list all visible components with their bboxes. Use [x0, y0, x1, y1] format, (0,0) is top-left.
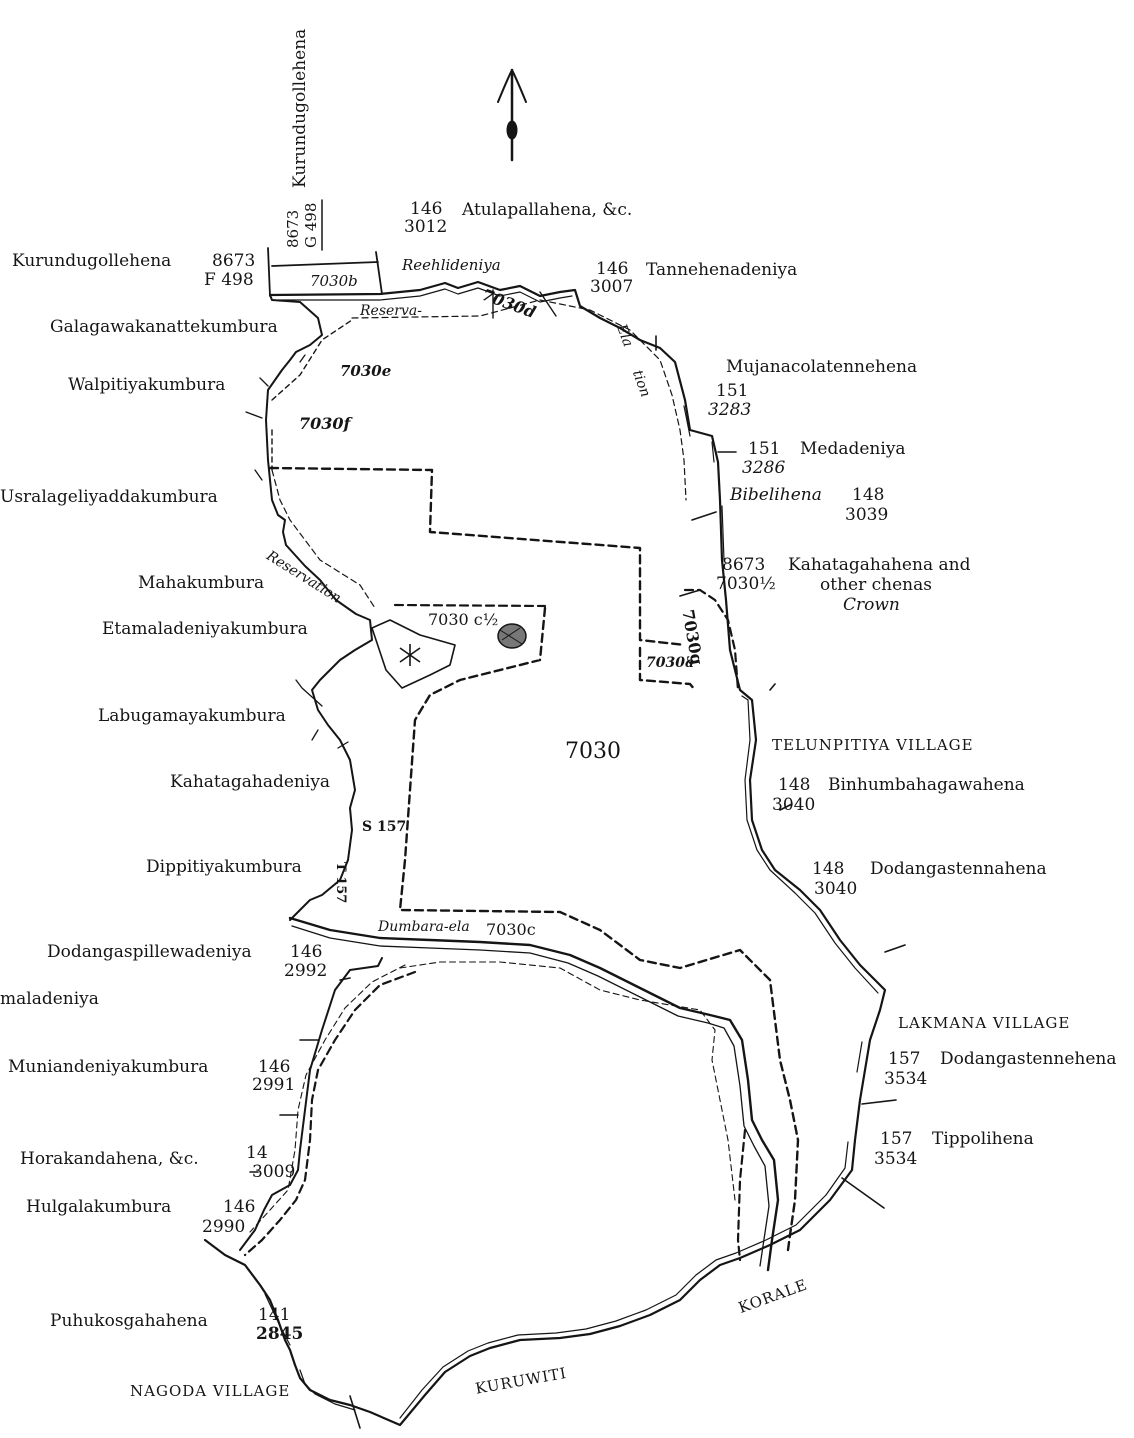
left-label-mahakumbura: Mahakumbura: [138, 573, 265, 593]
right-label-kahatagahahena-n2: 7030½: [716, 574, 776, 594]
right-label-tippolihena-n1: 157: [880, 1129, 913, 1149]
right-label-medadeniya: Medadeniya: [800, 439, 906, 459]
lot-7030a: 7030a: [646, 655, 695, 671]
right-label-medadeniya-n1: 151: [748, 439, 781, 459]
right-label-mujanacolatennehena-n1: 151: [716, 381, 749, 401]
left-label-kahatagahadeniya: Kahatagahadeniya: [170, 772, 331, 792]
left-label-usralageliyaddakumbura: Usralageliyaddakumbura: [0, 487, 218, 507]
right-label-binhumbahagawahena: Binhumbahagawahena: [828, 775, 1025, 795]
left-label-puhukosgahahena: Puhukosgahahena: [50, 1311, 208, 1331]
lot-7030-c-half: 7030 c½: [428, 610, 499, 629]
left-label-etamaladeniyakumbura: Etamaladeniyakumbura: [102, 619, 308, 639]
lot-7030c: 7030c: [486, 920, 536, 939]
right-label-bibelihena-n2: 3039: [845, 505, 889, 525]
road-s157: S 157: [362, 819, 407, 835]
top-label-kurundugollehena-n2: G 498: [302, 202, 320, 248]
village-telunpitiya: TELUNPITIYA VILLAGE: [772, 736, 974, 754]
left-label-horakandahena-n1: 14: [246, 1143, 268, 1163]
left-label-dodangaspillewadeniya-n2: 2992: [284, 961, 328, 981]
right-label-bibelihena: Bibelihena: [730, 485, 822, 505]
lot-7030f: 7030f: [299, 414, 351, 433]
right-label-mujanacolatennehena-n2: 3283: [708, 400, 752, 420]
top-label-atulapallahena-n2: 3012: [404, 217, 448, 237]
stream-dumbara-ela: Dumbara-ela: [378, 919, 470, 935]
left-label-muniandeniyakumbura-n2: 2991: [252, 1075, 296, 1095]
road-t157: T 157: [333, 862, 348, 904]
left-label-puhukosgahahena-n1: 141: [258, 1305, 291, 1325]
left-label-hulgalakumbura-n2: 2990: [202, 1217, 246, 1237]
north-arrow-icon: [497, 68, 527, 162]
outer-boundary: [203, 280, 887, 1427]
left-label-kurundugollehena-n1: 8673: [212, 251, 256, 271]
top-label-kurundugollehena: Kurundugollehena: [290, 28, 310, 188]
right-label-kahatagahahena-line3: Crown: [843, 595, 900, 615]
left-label-galagawakanattekumbura: Galagawakanattekumbura: [50, 317, 278, 337]
right-label-dodangastennehena: Dodangastennehena: [940, 1049, 1117, 1069]
left-label-dippitiyakumbura: Dippitiyakumbura: [146, 857, 302, 877]
right-label-dodangastennehena-n1: 157: [888, 1049, 921, 1069]
right-label-tippolihena: Tippolihena: [932, 1129, 1034, 1149]
left-label-muniandeniyakumbura: Muniandeniyakumbura: [8, 1057, 209, 1077]
left-label-dodangaspillewadeniya-n1: 146: [290, 942, 323, 962]
reservation-top-left: Reserva-: [360, 303, 422, 319]
village-lakmana: LAKMANA VILLAGE: [898, 1014, 1071, 1032]
right-label-dodangastennahena: Dodangastennahena: [870, 859, 1047, 879]
right-label-tippolihena-n2: 3534: [874, 1149, 918, 1169]
right-label-dodangastennahena-n2: 3040: [814, 879, 858, 899]
village-nagoda: NAGODA VILLAGE: [130, 1382, 291, 1400]
top-label-tannehenadeniya-n2: 3007: [590, 277, 634, 297]
lot-7030b: 7030b: [310, 272, 358, 290]
left-label-hulgalakumbura-n1: 146: [223, 1197, 256, 1217]
left-label-kurundugollehena: Kurundugollehena: [12, 251, 172, 271]
right-label-dodangastennehena-n2: 3534: [884, 1069, 928, 1089]
top-label-tannehenadeniya: Tannehenadeniya: [646, 260, 798, 280]
main-lot-number: 7030: [565, 739, 621, 764]
lot-7030-boundary: [268, 466, 800, 1252]
left-label-maladeniya: maladeniya: [0, 989, 99, 1009]
right-label-medadeniya-n2: 3286: [742, 458, 786, 478]
shaded-circle-icon: [497, 623, 527, 649]
left-label-horakandahena-n2: 3009: [252, 1162, 296, 1182]
right-label-mujanacolatennehena: Mujanacolatennehena: [726, 357, 918, 377]
right-label-kahatagahahena: Kahatagahahena and: [788, 555, 971, 575]
dumbara-ela-stream: [288, 916, 780, 1272]
top-label-atulapallahena: Atulapallahena, &c.: [462, 200, 633, 220]
left-label-hulgalakumbura: Hulgalakumbura: [26, 1197, 172, 1217]
left-label-kurundugollehena-n2: F 498: [204, 270, 254, 290]
top-label-kurundugollehena-n1: 8673: [284, 209, 302, 248]
top-label-tannehenadeniya-n1: 146: [596, 259, 629, 279]
right-label-bibelihena-n1: 148: [852, 485, 885, 505]
right-label-kahatagahahena-line2: other chenas: [820, 575, 932, 595]
left-label-walpitiyakumbura: Walpitiyakumbura: [68, 375, 226, 395]
right-label-binhumbahagawahena-n1: 148: [778, 775, 811, 795]
right-label-kahatagahahena-n1: 8673: [722, 555, 766, 575]
left-label-puhukosgahahena-n2: 2845: [256, 1324, 304, 1344]
left-label-labugamayakumbura: Labugamayakumbura: [98, 706, 286, 726]
left-label-dodangaspillewadeniya: Dodangaspillewadeniya: [47, 942, 252, 962]
right-label-binhumbahagawahena-n2: 3040: [772, 795, 816, 815]
lot-7030e: 7030e: [340, 362, 392, 380]
stream-reehlideniya: Reehlideniya: [402, 256, 501, 274]
tree-icon: [399, 644, 421, 666]
right-label-dodangastennahena-n1: 148: [812, 859, 845, 879]
left-label-horakandahena: Horakandahena, &c.: [20, 1149, 199, 1169]
top-label-atulapallahena-n1: 146: [410, 199, 443, 219]
left-label-muniandeniyakumbura-n1: 146: [258, 1057, 291, 1077]
